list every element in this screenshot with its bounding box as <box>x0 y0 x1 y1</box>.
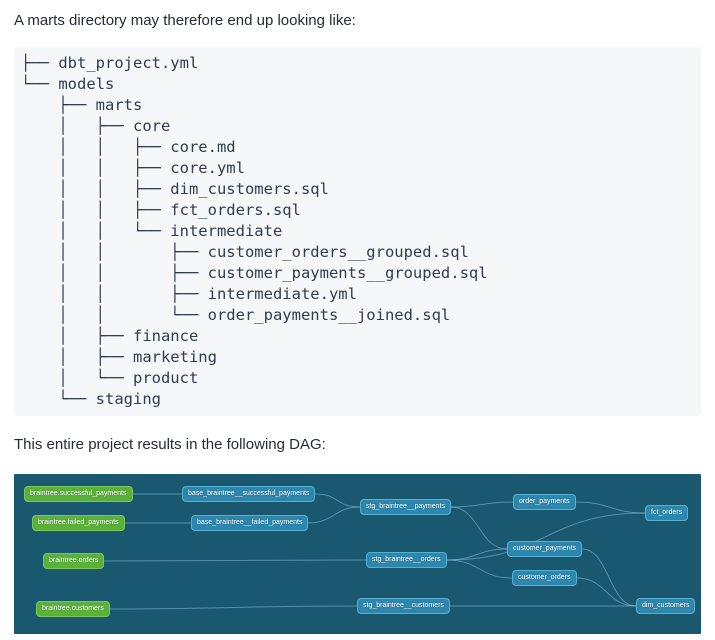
intro-text-marts: A marts directory may therefore end up l… <box>14 12 356 29</box>
directory-tree-code-block: ├── dbt_project.yml └── models ├── marts… <box>14 47 701 416</box>
dag-node-dim_customers: dim_customers <box>636 598 696 614</box>
dag-edge-stg_payments-to-order_payments <box>450 501 514 508</box>
dag-edge-customer_orders-to-dim_customers <box>576 577 637 607</box>
dag-edge-src_orders-to-stg_orders <box>103 559 367 562</box>
dag-edges-layer <box>103 493 646 610</box>
dag-edge-order_payments-to-fct_orders <box>575 501 646 514</box>
dag-node-src_customers: braintree.customers <box>36 601 110 617</box>
dag-node-src_successful_payments: braintree.successful_payments <box>24 486 133 502</box>
dag-node-stg_customers: stg_braintree__customers <box>357 598 450 614</box>
dag-node-src_failed_payments: braintree.failed_payments <box>32 515 125 531</box>
dag-edge-stg_payments-to-customer_payments <box>450 506 508 550</box>
dag-edge-stg_orders-to-customer_orders <box>446 559 513 579</box>
dag-node-base_failed_payments: base_braintree__failed_payments <box>191 515 309 531</box>
dag-edge-base_successful_payments-to-stg_payments <box>314 493 361 508</box>
dag-canvas: braintree.successful_payments base_braint… <box>14 474 701 634</box>
intro-text-dag: This entire project results in the follo… <box>14 436 326 453</box>
dag-node-customer_payments: customer_payments <box>507 541 583 557</box>
dag-edge-customer_payments-to-dim_customers <box>581 548 637 607</box>
dag-node-stg_payments: stg_braintree__payments <box>360 499 451 515</box>
dag-node-fct_orders: fct_orders <box>645 505 689 521</box>
dag-edge-src_customers-to-stg_customers <box>109 605 358 610</box>
dag-edge-stg_orders-to-customer_payments <box>446 548 508 561</box>
dag-node-order_payments: order_payments <box>513 494 576 510</box>
dag-node-src_orders: braintree.orders <box>43 553 105 569</box>
dag-node-base_successful_payments: base_braintree__successful_payments <box>182 486 316 502</box>
dag-edge-stg_orders-to-fct_orders <box>446 512 646 561</box>
dag-node-stg_orders: stg_braintree__orders <box>366 552 447 568</box>
dag-edge-base_failed_payments-to-stg_payments <box>307 506 361 524</box>
dag-node-customer_orders: customer_orders <box>512 570 577 586</box>
